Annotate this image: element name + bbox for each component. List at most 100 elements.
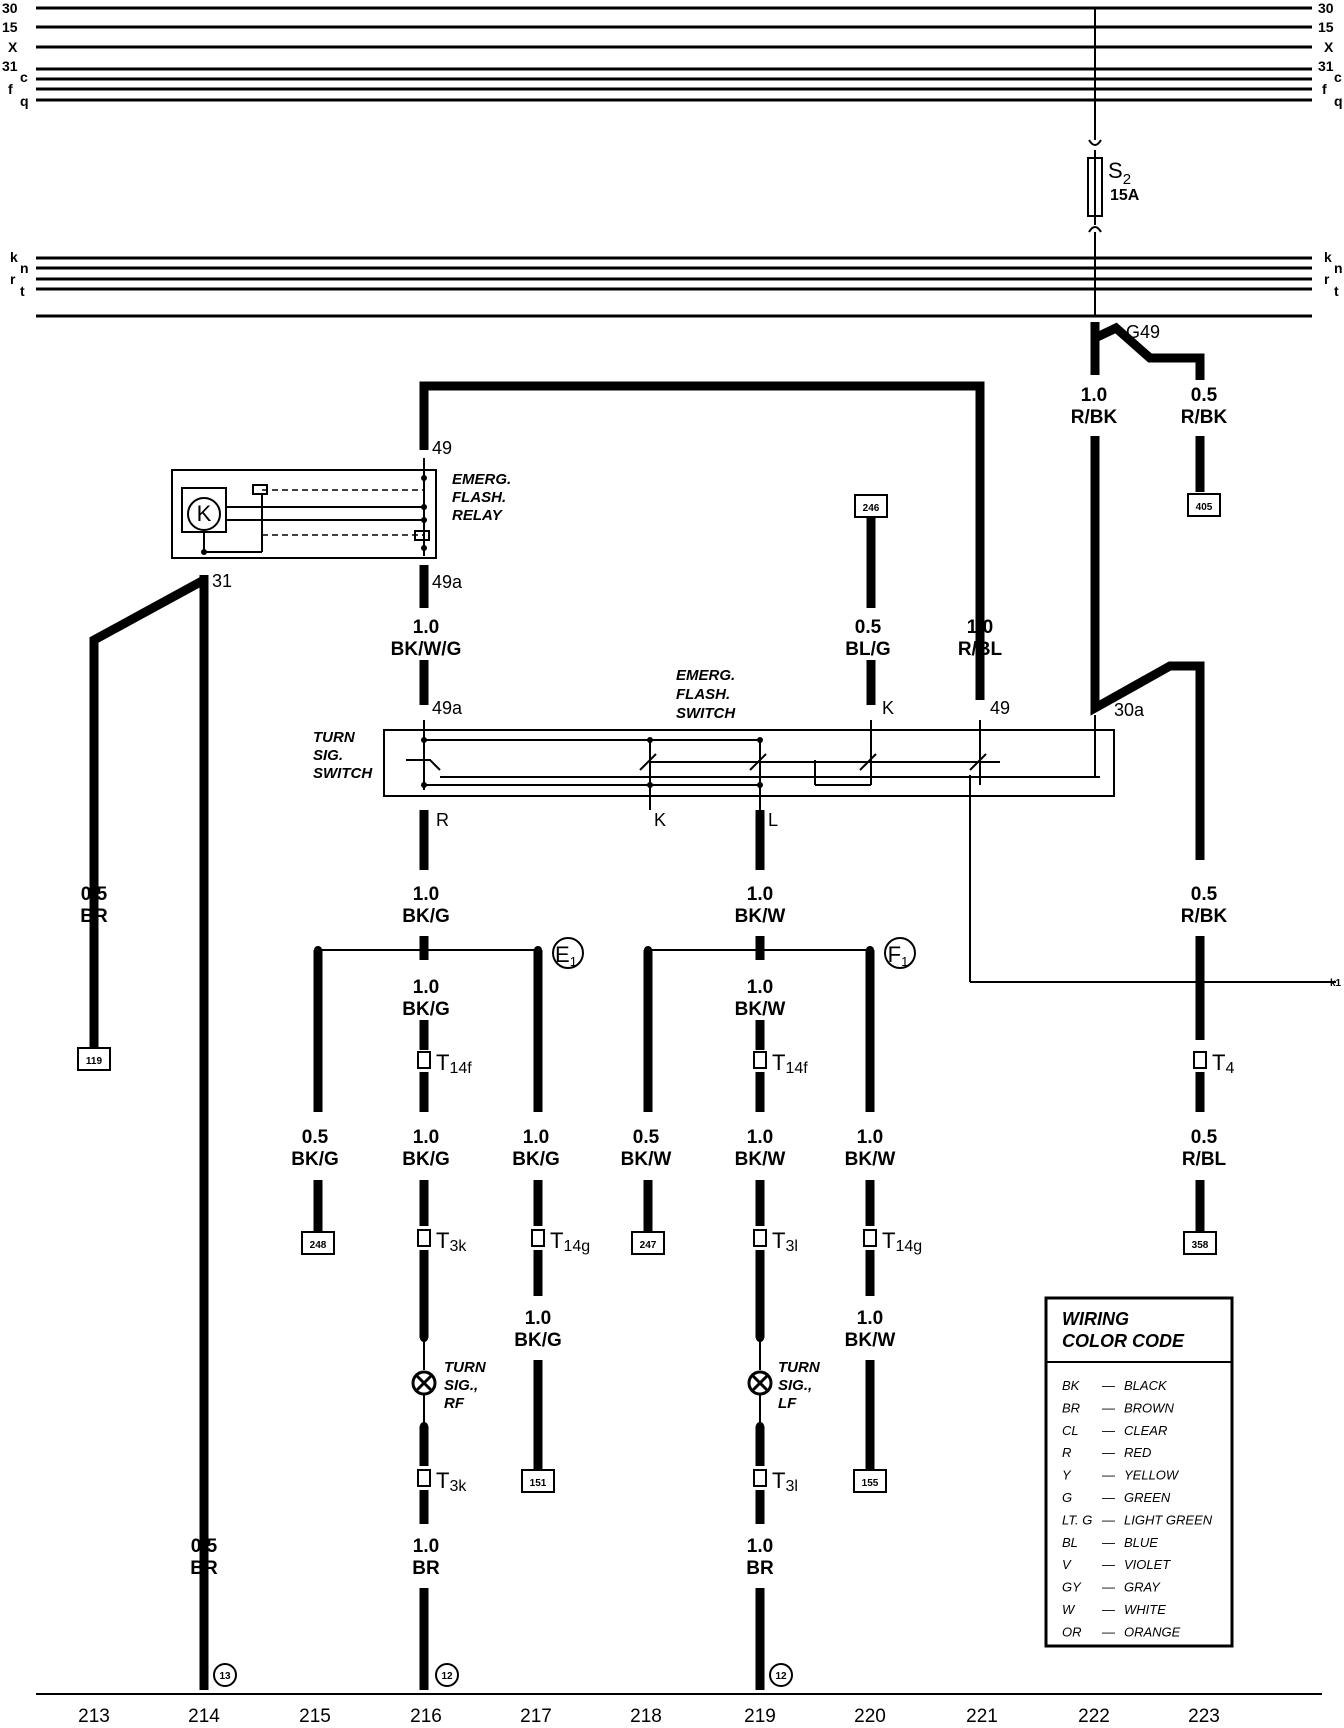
connector-t3k-lower: T3k: [417, 1426, 467, 1524]
relay-terminal-49a: 49a: [432, 572, 463, 592]
legend-code: R: [1062, 1445, 1071, 1460]
svg-text:T14g: T14g: [550, 1228, 590, 1255]
svg-text:F1: F1: [888, 942, 909, 969]
legend-color-name: CLEAR: [1124, 1423, 1167, 1438]
svg-text:BR: BR: [80, 906, 108, 927]
svg-text:T14f: T14f: [436, 1050, 472, 1077]
bus-label-r-right: r: [1324, 271, 1330, 287]
ref-151: 151: [530, 1478, 547, 1489]
svg-text:BK/W: BK/W: [735, 1149, 786, 1170]
wire-label-w5: 1.0 R/BL: [958, 617, 1003, 660]
wire-label-w19: 1.0 BK/G: [514, 1308, 562, 1351]
wire-label-w13: 1.0 BK/G: [402, 1127, 450, 1170]
wire-label-w18: 0.5 R/BL: [1182, 1127, 1227, 1170]
wiring-color-code-legend: WIRING COLOR CODE BK—BLACKBR—BROWNCL—CLE…: [1044, 1296, 1234, 1648]
turn-switch-label-line3: SWITCH: [313, 765, 373, 782]
svg-text:1.0: 1.0: [857, 1127, 883, 1148]
bulb-lf-label-line2: SIG.,: [778, 1377, 812, 1394]
bulb-turn-signal-rf: TURN SIG., RF: [411, 1334, 487, 1430]
wire-label-w9: 0.5 R/BK: [1181, 884, 1228, 927]
relay-terminal-31: 31: [212, 571, 232, 591]
connector-t14f-lf: T14f: [753, 1020, 808, 1112]
svg-text:T3l: T3l: [772, 1228, 798, 1255]
svg-text:E1: E1: [555, 942, 577, 969]
legend-dash: —: [1101, 1490, 1116, 1505]
svg-text:BR: BR: [412, 1558, 440, 1579]
wire-label-w12: 0.5 BK/G: [291, 1127, 339, 1170]
svg-text:BR: BR: [190, 1558, 218, 1579]
ref-358: 358: [1192, 1240, 1209, 1251]
switch-terminal-k-bottom: K: [654, 810, 666, 830]
legend-dash: —: [1101, 1624, 1116, 1639]
svg-text:1.0: 1.0: [413, 1536, 439, 1557]
svg-text:BK/G: BK/G: [402, 999, 450, 1020]
bus-label-q-right: q: [1334, 93, 1343, 109]
relay-symbol: K: [197, 501, 212, 526]
wire-label-w3: 1.0 BK/W/G: [391, 617, 462, 660]
relay-terminal-49: 49: [432, 438, 452, 458]
splice-f1: F1: [884, 937, 916, 969]
svg-text:T3k: T3k: [436, 1468, 467, 1495]
svg-text:0.5: 0.5: [1191, 1127, 1218, 1148]
svg-text:13: 13: [219, 1671, 231, 1682]
legend-dash: —: [1101, 1512, 1116, 1527]
svg-text:216: 216: [410, 1706, 442, 1727]
wire-label-w16: 1.0 BK/W: [735, 1127, 786, 1170]
emergency-flasher-relay: K EMERG. FLASH. RELAY: [171, 458, 511, 559]
svg-text:1.0: 1.0: [413, 1127, 439, 1148]
bulb-rf-label-line1: TURN: [444, 1359, 487, 1376]
svg-text:1.0: 1.0: [747, 1127, 773, 1148]
switch-terminal-49a: 49a: [432, 698, 463, 718]
legend-color-name: WHITE: [1124, 1602, 1166, 1617]
ref-248: 248: [310, 1240, 327, 1251]
svg-text:R/BK: R/BK: [1181, 906, 1228, 927]
svg-text:R/BL: R/BL: [958, 639, 1003, 660]
relay-label-line2: FLASH.: [452, 489, 506, 506]
svg-text:T3k: T3k: [436, 1228, 467, 1255]
footer-numbers: 213 214 215 216 217 218 219 220 221 222 …: [78, 1706, 1220, 1727]
svg-text:219: 219: [744, 1706, 776, 1727]
legend-color-name: LIGHT GREEN: [1124, 1512, 1213, 1527]
legend-title-line2: COLOR CODE: [1062, 1331, 1185, 1351]
svg-text:213: 213: [78, 1706, 110, 1727]
svg-text:0.5: 0.5: [191, 1536, 218, 1557]
legend-code: CL: [1062, 1423, 1079, 1438]
legend-color-name: GREEN: [1124, 1490, 1171, 1505]
svg-text:0.5: 0.5: [81, 884, 108, 905]
bus-label-31-right: 31: [1318, 58, 1334, 74]
legend-code: Y: [1062, 1468, 1072, 1483]
wire-label-w4: 0.5 BL/G: [845, 617, 890, 660]
bus-label-30-right: 30: [1318, 0, 1334, 16]
legend-dash: —: [1101, 1535, 1116, 1550]
fuse-s2: S2 15A: [1087, 8, 1140, 316]
svg-text:0.5: 0.5: [1191, 385, 1218, 406]
svg-text:12: 12: [775, 1671, 787, 1682]
bus-label-15-right: 15: [1318, 19, 1334, 35]
svg-text:218: 218: [630, 1706, 662, 1727]
connector-t3l-upper: T3l: [753, 1228, 798, 1338]
svg-text:1.0: 1.0: [747, 977, 773, 998]
svg-text:214: 214: [188, 1706, 220, 1727]
splice-e1: E1: [552, 937, 584, 969]
svg-text:R/BK: R/BK: [1181, 407, 1228, 428]
legend-dash: —: [1101, 1468, 1116, 1483]
legend-color-name: BLUE: [1124, 1535, 1158, 1550]
svg-text:BK/W/G: BK/W/G: [391, 639, 462, 660]
turn-switch-label-line2: SIG.: [313, 747, 343, 764]
svg-text:1.0: 1.0: [747, 884, 773, 905]
ground-12-216: 12: [435, 1663, 459, 1687]
svg-text:217: 217: [520, 1706, 552, 1727]
svg-text:BK/W: BK/W: [735, 999, 786, 1020]
svg-text:1.0: 1.0: [413, 617, 439, 638]
legend-code: GY: [1062, 1580, 1082, 1595]
bus-label-n-left: n: [20, 260, 29, 276]
g49-branch: G49: [1090, 322, 1205, 380]
wire-label-w15: 0.5 BK/W: [621, 1127, 672, 1170]
legend-code: OR: [1062, 1624, 1082, 1639]
emerg-switch-label-line1: EMERG.: [676, 667, 735, 684]
svg-text:1.0: 1.0: [1081, 385, 1107, 406]
legend-color-name: GRAY: [1124, 1580, 1161, 1595]
switch-terminal-30a: 30a: [1114, 700, 1145, 720]
wire-label-w21: 0.5 BR: [190, 1536, 218, 1579]
